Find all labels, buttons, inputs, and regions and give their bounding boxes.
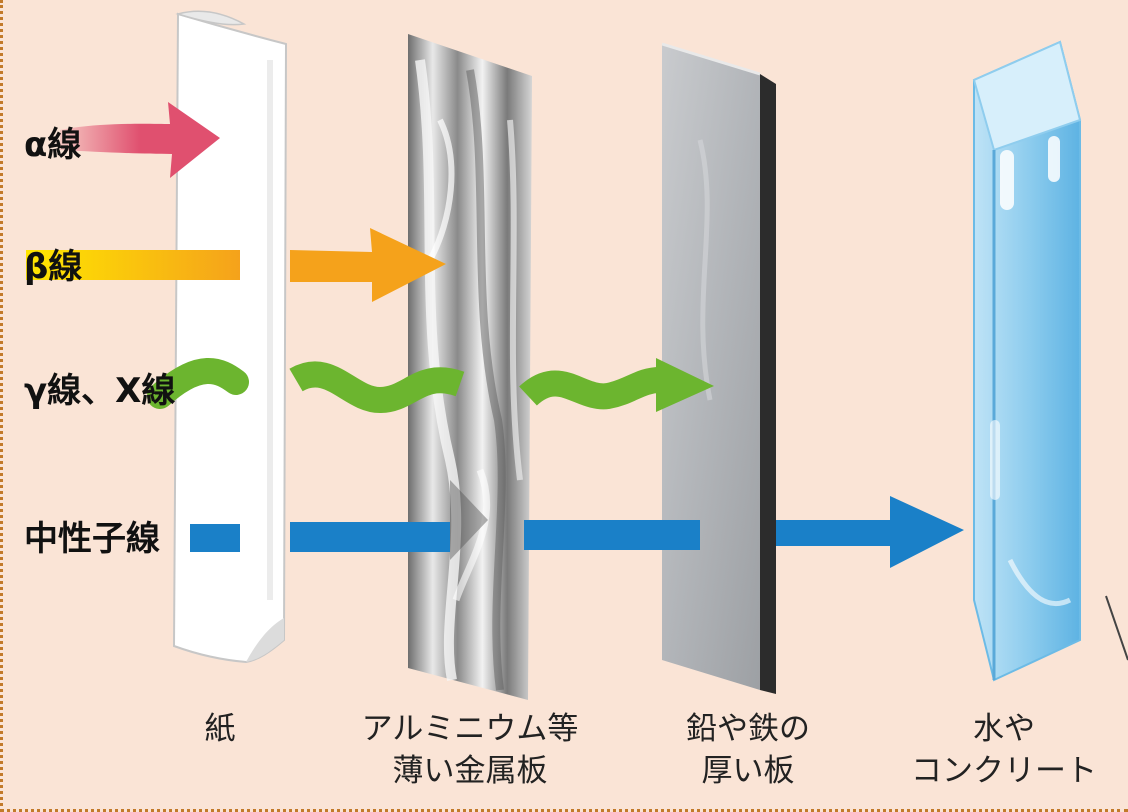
lead-iron-caption: 鉛や鉄の 厚い板 — [648, 708, 848, 792]
water-concrete-caption-line1: 水や — [973, 711, 1035, 747]
beta-ray-arrow — [26, 228, 446, 302]
neutron-ray-label: 中性子線 — [24, 519, 160, 559]
beta-ray-label: β線 — [24, 247, 83, 287]
alpha-ray-label: α線 — [24, 125, 82, 165]
water-concrete-caption: 水や コンクリート — [880, 708, 1128, 792]
aluminum-caption-line2: 薄い金属板 — [392, 753, 548, 789]
paper-caption-line1: 紙 — [204, 711, 236, 747]
water-concrete-shield — [972, 40, 1128, 682]
paper-shield — [172, 10, 288, 664]
alpha-ray-arrow — [60, 102, 220, 178]
aluminum-foil-shield — [408, 34, 532, 700]
aluminum-caption-line1: アルミニウム等 — [361, 711, 579, 747]
gamma-x-ray-arrow — [147, 358, 714, 414]
paper-caption: 紙 — [180, 708, 260, 750]
lead-iron-caption-line2: 厚い板 — [701, 753, 795, 789]
aluminum-caption: アルミニウム等 薄い金属板 — [320, 708, 620, 792]
lead-iron-shield — [661, 42, 776, 694]
neutron-ray-arrow — [190, 496, 964, 568]
water-concrete-caption-line2: コンクリート — [911, 753, 1097, 789]
lead-iron-caption-line1: 鉛や鉄の — [686, 711, 810, 747]
gamma-x-ray-label: γ線、X線 — [24, 371, 176, 411]
